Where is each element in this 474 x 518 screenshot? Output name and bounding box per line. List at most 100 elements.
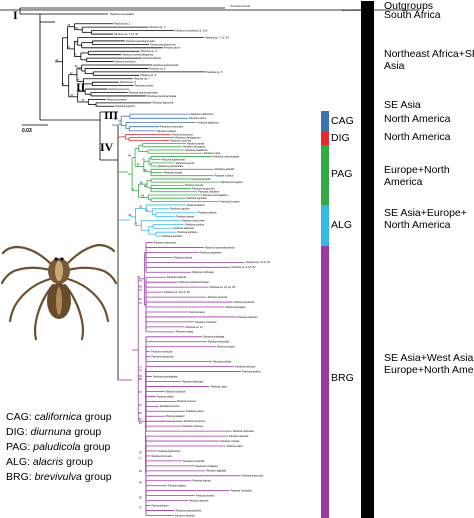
alg-clade-tip-label: Pardosa alacris xyxy=(187,203,206,207)
clade-II-tip-label: Pardosa uncifera xyxy=(107,97,127,101)
clade-II-tip-label: Pardosa sp_2 xyxy=(149,25,166,29)
brg-clade-support: 85 xyxy=(139,496,142,499)
clade-II-tip-label: Pardosa jambaruensis xyxy=(150,42,177,46)
region-label-line: Europe+North America xyxy=(384,364,474,376)
outgroup-tip-label: Lycosa coelestis xyxy=(342,8,362,12)
brg-clade-tip-label: Pardosa nebulosa xyxy=(233,429,254,433)
brg-clade-tip-label: Pardosa lyrifera xyxy=(242,369,261,373)
pag-clade-tip-label: Pardosa atrata xyxy=(187,142,205,146)
dig-clade-tip-label: Pardosa ctenitagarum xyxy=(175,135,201,139)
clade-II-tip-label: Pardosa pseudoannulata xyxy=(129,90,158,94)
brg-clade-tip-label: Pardosa prativaga xyxy=(203,335,225,339)
brg-clade-support: 74 xyxy=(139,302,142,305)
brg-clade-tip-label: Pardosa bifasciata xyxy=(182,379,204,383)
clade-II-tip-label: Pardosa procurva xyxy=(109,87,130,91)
clade-II-support: 66 xyxy=(67,24,70,27)
region-label-south-africa: South Africa xyxy=(384,9,441,21)
alg-clade-tip-label: Pardosa lugubris xyxy=(170,207,190,211)
region-label-north-america-2: North America xyxy=(384,131,451,143)
brg-clade-tip-label: Pardosa hortensis xyxy=(234,300,256,304)
clade-II-support: 97 xyxy=(70,72,73,75)
brg-clade-tip-label: Pardosa femoralis xyxy=(151,454,173,458)
clade-II-tip-label: Pardosa taczanowskii xyxy=(153,63,179,67)
region-label-line: Asia xyxy=(384,60,405,72)
brg-clade-support: 70 xyxy=(139,507,142,510)
region-label-se-asia: SE Asia xyxy=(384,99,421,111)
brg-clade-tip-label: Pardosa agrestis xyxy=(229,434,249,438)
brg-clade-tip-label: Pardosa vlijmi xyxy=(227,444,244,448)
cag-clade-tip-label: Pardosa lapidicina xyxy=(198,120,220,124)
pag-clade-support: 78 xyxy=(142,158,145,161)
brg-clade-tip-label: Pardosa blanda xyxy=(192,479,211,483)
brg-clade-support: 81 xyxy=(139,298,142,301)
brg-clade-tip-label: Pardosa schenkeli xyxy=(195,320,217,324)
pag-clade-tip-label: Pardosa paludicola xyxy=(185,148,208,152)
region-label-line: North America xyxy=(384,131,451,143)
alg-clade-tip-label: Pardosa saltans xyxy=(198,211,217,215)
brg-clade-support: 81 xyxy=(139,422,142,425)
brg-clade-support: 75 xyxy=(139,369,142,372)
pag-clade-tip-label: Pardosa fuscula xyxy=(176,161,195,165)
brg-clade-tip-label: Pardosa pullata xyxy=(213,360,232,364)
dig-clade-tip-label: Pardosa diurnuna xyxy=(172,132,193,136)
group-bar-pag xyxy=(321,145,329,205)
clade-numeral-IV: IV xyxy=(100,140,114,154)
group-legend: CAG: californica group DIG: diurnuna gro… xyxy=(6,410,112,485)
pag-clade-tip-label: Pardosa moesta xyxy=(220,199,239,203)
clade-II-support: 94 xyxy=(76,79,79,82)
alg-clade-tip-label: Pardosa pontica xyxy=(185,222,204,226)
group-label-dig: DIG xyxy=(331,132,350,144)
brg-clade-tip-label: Pardosa sp. 11 xyxy=(185,325,203,329)
pag-clade-support: 87 xyxy=(137,164,140,167)
brg-clade-tip-label: Pardosa sagittata xyxy=(206,469,227,473)
brg-clade-tip-label: Pardosa oreophila xyxy=(231,489,253,493)
brg-clade-tip-label: Pardosa vittata xyxy=(176,330,194,334)
clade-II-tip-label: Pardosa sp. 7 LZ_93 xyxy=(205,35,230,39)
brg-clade-tip-label: Pardosa laura xyxy=(189,310,206,314)
clade-II-tip-label: Pardosa sp_5 xyxy=(206,70,223,74)
brg-clade-tip-label: Pardosa algens xyxy=(168,484,187,488)
brg-clade-tip-label: Pardosa herbosa xyxy=(235,364,255,368)
brg-clade-tip-label: Pardosa plumipedata xyxy=(153,374,178,378)
brg-clade-tip-label: Pardosa hyperboria xyxy=(158,449,181,453)
brg-clade-tip-label: Pardosa hamamatsuensis xyxy=(205,245,236,249)
pag-clade-tip-label: Pardosa nigriceps xyxy=(186,196,207,200)
region-label-line: North America xyxy=(384,113,451,125)
brg-clade-tip-label: Pardosa sp. 10 LZ_86 xyxy=(164,290,190,294)
region-label-line: Europe+North xyxy=(384,164,450,176)
clade-II-tip-label: Pardosa sp_3 xyxy=(141,49,158,53)
brg-clade-tip-label: Pardosa torrentum xyxy=(184,419,206,423)
clade-II-support: 65 xyxy=(62,83,65,86)
clade-II-support: 83 xyxy=(71,94,74,97)
brg-clade-tip-label: Pardosa sp. 10 LZ_85 xyxy=(210,285,236,289)
clade-II-support: 71 xyxy=(75,42,78,45)
clade-II-tip-label: Pardosa sp. 7 LZ_92 xyxy=(114,32,139,36)
brg-clade-support: 70 xyxy=(139,404,142,407)
group-bar-cag xyxy=(321,111,329,131)
brg-clade-tip-label: Pardosa morosa xyxy=(177,399,197,403)
brg-clade-tip-label: Pardosa tridentis xyxy=(167,275,187,279)
brg-clade-tip-label: Pardosa riparia xyxy=(217,345,235,349)
pag-clade-tip-label: Pardosa ferruginea xyxy=(220,180,243,184)
brg-clade-support: 84 xyxy=(139,482,142,485)
cag-clade-support: 93 xyxy=(119,123,122,126)
group-bar-brg xyxy=(321,246,329,518)
brg-clade-tip-label: Pardosa italica xyxy=(157,394,175,398)
clade-II-support: 80 xyxy=(78,68,81,71)
brg-clade-support: 73 xyxy=(139,280,142,283)
clade-numeral-II: II xyxy=(76,80,86,94)
clade-II-tip-label: Pardosa sp_7 xyxy=(134,77,151,81)
brg-clade-tip-label: Pardosa dabiensis xyxy=(200,250,222,254)
alg-clade-support: 96 xyxy=(129,214,132,217)
brg-clade-support: 91 xyxy=(139,452,142,455)
brg-clade-support: 63 xyxy=(139,375,142,378)
brg-clade-support: 90 xyxy=(139,412,142,415)
pag-clade-support: 99 xyxy=(128,155,131,158)
alg-clade-support: 78 xyxy=(134,223,137,226)
alg-clade-support: 84 xyxy=(145,209,148,212)
clade-II-tip-label: Pardosa burkhenbergensis xyxy=(122,53,154,57)
clade-II-tip-label: Pardosa sp_8 xyxy=(120,80,137,84)
legend-row-dig: DIG: diurnuna group xyxy=(6,426,102,438)
brg-clade-support: 87 xyxy=(139,418,142,421)
